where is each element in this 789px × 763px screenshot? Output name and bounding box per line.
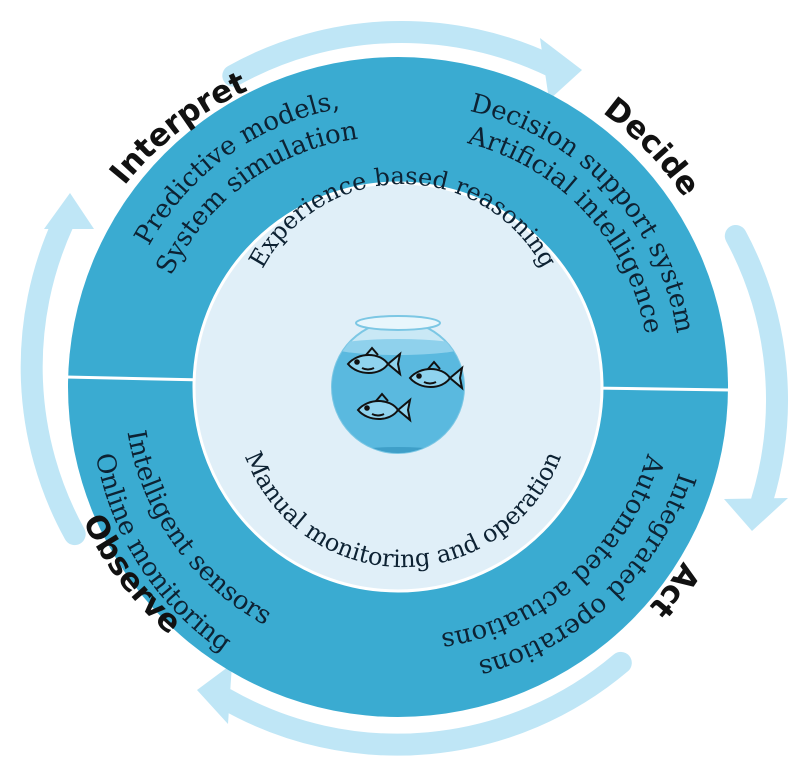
arrow-observe-to-interpret [20,211,86,546]
fish-icon [346,346,402,377]
fish-icon [356,392,412,423]
fish-icon [408,360,464,391]
divider-right [589,386,731,392]
cycle-arrows [20,20,788,756]
arrow-act-to-observe [215,651,632,756]
arrowhead-decide [540,38,582,100]
arrow-decide-to-act [724,225,788,512]
cycle-arrowheads [44,38,788,724]
divider-left [65,375,206,382]
arrow-interpret-to-decide [222,20,564,87]
bowl-rim [355,315,441,331]
arrowhead-observe [197,664,232,724]
arrowhead-act [724,498,788,531]
arrowhead-interpret [44,193,94,229]
